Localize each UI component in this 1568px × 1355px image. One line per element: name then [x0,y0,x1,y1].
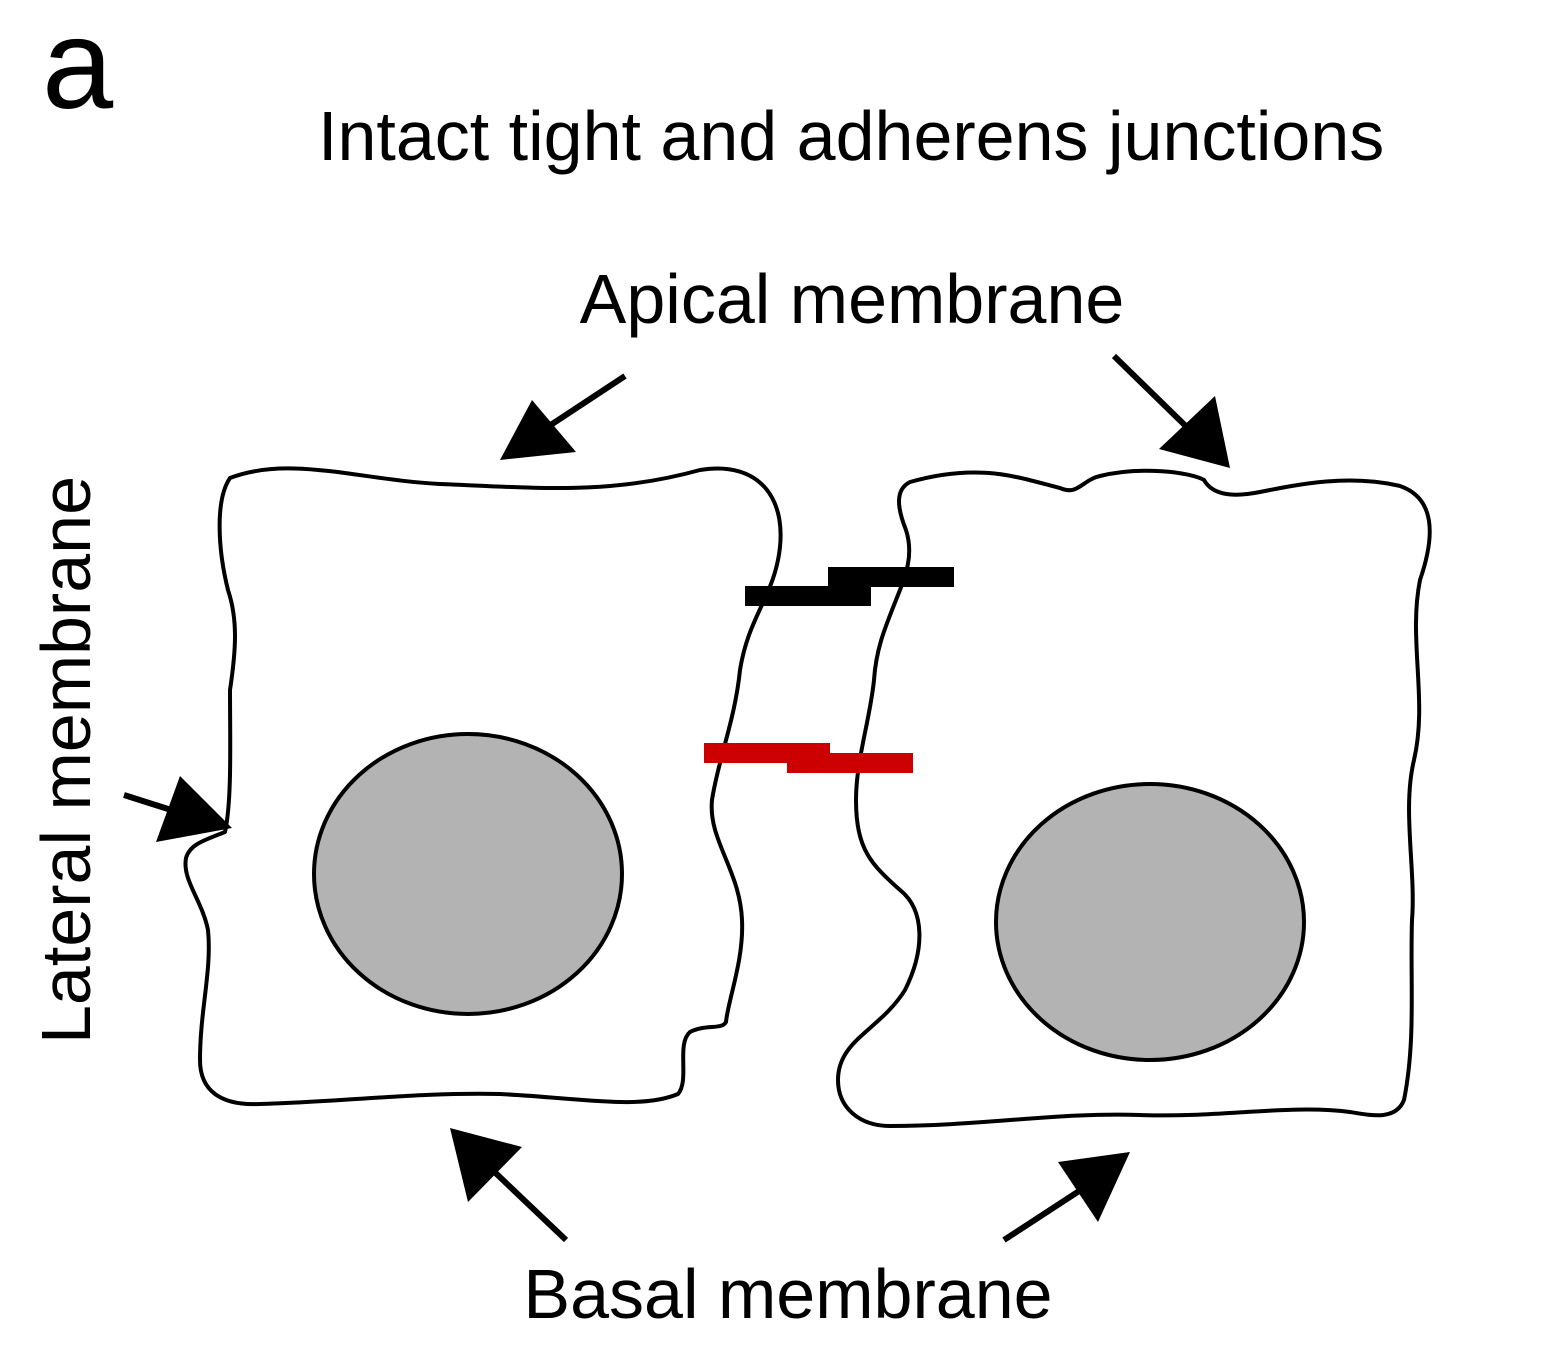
adherens-junction-right-bar [787,753,913,773]
lateral-membrane-label: Lateral membrane [27,476,105,1044]
basal-arrow-left [450,1128,569,1243]
right-cell-membrane [836,468,1432,1128]
tight-junction-right-bar [828,567,954,587]
left-cell-nucleus [312,732,624,1016]
diagram-title: Intact tight and adherens junctions [318,97,1384,175]
lateral-arrow [123,776,232,842]
basal-arrow-right [1002,1152,1130,1243]
tight-junction [745,567,954,606]
right-cell-nucleus [994,782,1306,1062]
left-cell-membrane [183,466,783,1107]
tight-junction-left-bar [745,586,871,606]
adherens-junction [704,743,913,773]
apical-membrane-label: Apical membrane [580,260,1125,338]
apical-arrow-right [1111,353,1230,468]
apical-arrow-left [500,373,627,460]
basal-membrane-label: Basal membrane [523,1255,1052,1333]
panel-letter: a [42,0,114,136]
